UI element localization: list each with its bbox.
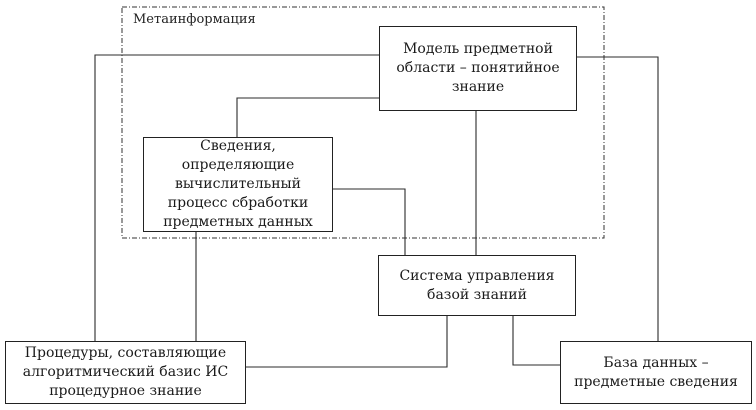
database-box: База данных – предметные сведения [560, 341, 752, 404]
kb-management-box: Система управления базой знаний [378, 255, 576, 316]
computation-info-label: Сведения, определяющие вычислительный пр… [163, 138, 313, 230]
kb-management-label: Система управления базой знаний [399, 267, 555, 303]
domain-model-box: Модель предметной области – понятийное з… [379, 26, 577, 111]
procedures-box: Процедуры, составляющие алгоритмический … [5, 341, 246, 404]
connector-domain-model-to-database [577, 56, 659, 341]
computation-info-box: Сведения, определяющие вычислительный пр… [143, 137, 333, 232]
connector-computation-info-to-kb-management [333, 188, 406, 255]
connector-kb-management-to-database [512, 316, 560, 366]
metainformation-region-border [121, 6, 605, 239]
domain-model-label: Модель предметной области – понятийное з… [396, 41, 560, 95]
connector-domain-model-to-procedures [94, 54, 379, 341]
connector-domain-model-to-computation-info [236, 97, 379, 137]
database-label: База данных – предметные сведения [574, 354, 738, 390]
procedures-label: Процедуры, составляющие алгоритмический … [22, 345, 229, 399]
connector-kb-management-to-procedures [246, 316, 448, 368]
metainformation-label: Метаинформация [133, 12, 256, 27]
